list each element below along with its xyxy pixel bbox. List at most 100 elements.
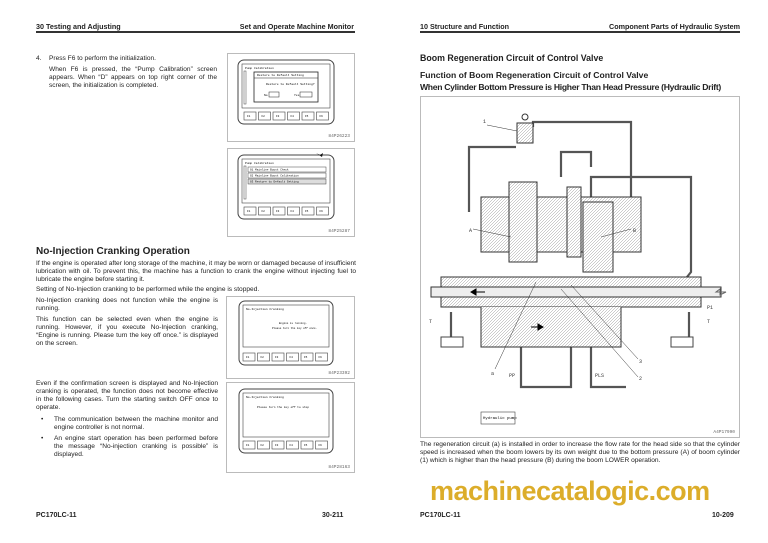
function-key-f5 bbox=[301, 111, 315, 121]
fig3-id: 84P23392 bbox=[328, 371, 350, 376]
figure-hydraulic-diagram: Hydraulic pump 1 A B T T P1 PP PLS 3 2 a… bbox=[420, 96, 740, 438]
function-key-f1 bbox=[242, 352, 256, 362]
diagram-id: A4P17990 bbox=[713, 430, 735, 435]
label-t2: T bbox=[707, 319, 710, 325]
figure-engine-running: No-Injection Cranking Engine is running.… bbox=[226, 296, 355, 379]
fig3-screen-title: No-Injection Cranking bbox=[246, 307, 284, 311]
function-key-label: F4 bbox=[291, 115, 295, 118]
label-cylinder: 1 bbox=[483, 119, 486, 125]
function-key-label: F5 bbox=[305, 115, 309, 118]
dialog-title: Restore to Default Setting bbox=[257, 73, 304, 77]
function-key-f1 bbox=[243, 206, 257, 216]
function-key-f5 bbox=[300, 440, 314, 450]
label-regeneration-a: a bbox=[491, 371, 494, 377]
bullet-list: The communication between the machine mo… bbox=[36, 416, 218, 462]
function-keys: F1 F2 F3 F4 F5 F6 bbox=[242, 352, 328, 362]
function-key-label: F5 bbox=[304, 356, 308, 359]
right-header-rule bbox=[420, 31, 740, 33]
figure-caption: The regeneration circuit (a) is installe… bbox=[420, 441, 740, 464]
function-key-f2 bbox=[257, 440, 270, 450]
fig4-screen-title: No-Injection Cranking bbox=[246, 395, 284, 399]
function-key-f4 bbox=[287, 206, 300, 216]
function-key-label: F3 bbox=[275, 356, 279, 359]
paragraph: If the engine is operated after long sto… bbox=[36, 260, 356, 283]
function-key-label: F1 bbox=[247, 210, 251, 213]
menu-item-selected: 03 Restore to Default Setting bbox=[250, 180, 299, 184]
left-footer-page: 30-211 bbox=[322, 512, 344, 519]
function-key-f4 bbox=[287, 111, 300, 121]
step-text: Press F6 to perform the initialization. bbox=[49, 55, 157, 62]
function-key-f4 bbox=[286, 440, 299, 450]
fig1-screen-title: Pump Calibration bbox=[245, 66, 274, 70]
pump-label: Hydraulic pump bbox=[483, 416, 517, 421]
function-key-label: F5 bbox=[305, 210, 309, 213]
function-key-f2 bbox=[257, 352, 270, 362]
function-key-f3 bbox=[272, 206, 286, 216]
fig4-message: Please turn the key off to stop bbox=[257, 405, 309, 409]
section-title: No-Injection Cranking Operation bbox=[36, 246, 190, 257]
function-key-label: F4 bbox=[291, 210, 295, 213]
page-title: Boom Regeneration Circuit of Control Val… bbox=[420, 53, 604, 63]
function-key-f2 bbox=[258, 111, 271, 121]
function-keys: F1 F2 F3 F4 F5 F6 bbox=[243, 111, 329, 121]
fig2-id: 84P25287 bbox=[328, 229, 350, 234]
paragraph: No-Injection cranking does not function … bbox=[36, 297, 218, 312]
left-footer-model: PC170LC-11 bbox=[36, 512, 77, 519]
label-t1: T bbox=[429, 319, 432, 325]
left-header-chapter: 30 Testing and Adjusting bbox=[36, 22, 121, 31]
no-label: No bbox=[264, 94, 268, 97]
step-detail: When F6 is pressed, the “Pump Calibratio… bbox=[49, 66, 217, 89]
fig1-id: 84P26223 bbox=[328, 134, 350, 139]
function-key-label: F3 bbox=[276, 210, 280, 213]
right-footer-model: PC170LC-11 bbox=[420, 512, 461, 519]
function-key-label: F2 bbox=[261, 356, 265, 359]
subtitle-condition: When Cylinder Bottom Pressure is Higher … bbox=[420, 82, 721, 92]
function-key-label: F6 bbox=[319, 444, 323, 447]
function-key-label: F5 bbox=[304, 444, 308, 447]
fig2-screen-title: Pump Calibration bbox=[245, 161, 274, 165]
paragraph: Even if the confirmation screen is displ… bbox=[36, 380, 218, 411]
right-header-section: Component Parts of Hydraulic System bbox=[609, 22, 740, 31]
function-key-label: F3 bbox=[276, 115, 280, 118]
function-key-f4 bbox=[286, 352, 299, 362]
figure-pump-calibration-menu: Pump Calibration 01 Mainline Boost Check… bbox=[227, 148, 355, 237]
label-a: A bbox=[469, 228, 472, 234]
dialog-question: Restore to Default Setting? bbox=[266, 82, 315, 86]
fig3-message-2: Please turn the key off once. bbox=[272, 326, 317, 330]
function-key-f2 bbox=[258, 206, 271, 216]
function-key-f6 bbox=[316, 111, 329, 121]
function-key-f1 bbox=[243, 111, 257, 121]
function-key-f5 bbox=[300, 352, 314, 362]
function-key-f6 bbox=[316, 206, 329, 216]
function-key-label: F1 bbox=[247, 115, 251, 118]
function-key-label: F1 bbox=[246, 356, 250, 359]
label-3: 3 bbox=[639, 359, 642, 365]
function-key-label: F6 bbox=[319, 356, 323, 359]
yes-label: Yes bbox=[294, 94, 300, 97]
figure-restore-dialog: Pump Calibration Restore to Default Sett… bbox=[227, 53, 355, 142]
function-key-f5 bbox=[301, 206, 315, 216]
function-key-f6 bbox=[315, 440, 328, 450]
function-key-f3 bbox=[271, 440, 285, 450]
function-key-label: F1 bbox=[246, 444, 250, 447]
bullet-item: The communication between the machine mo… bbox=[36, 416, 218, 432]
label-pls: PLS bbox=[595, 373, 604, 379]
function-key-label: F4 bbox=[290, 444, 294, 447]
label-2: 2 bbox=[639, 376, 642, 382]
function-key-label: F6 bbox=[320, 115, 324, 118]
function-key-label: F4 bbox=[290, 356, 294, 359]
step-number: 4. bbox=[36, 55, 42, 62]
menu-item: 02 Mainline Boost Calibration bbox=[250, 174, 299, 178]
function-key-f3 bbox=[272, 111, 286, 121]
label-b: B bbox=[633, 228, 636, 234]
watermark: machinecatalogic.com bbox=[430, 476, 710, 506]
function-key-label: F2 bbox=[262, 210, 266, 213]
right-footer-page: 10-209 bbox=[712, 512, 734, 519]
fig3-message-1: Engine is running. bbox=[279, 321, 307, 325]
paragraph: This function can be selected even when … bbox=[36, 316, 218, 347]
bullet-item: An engine start operation has been perfo… bbox=[36, 435, 218, 459]
function-key-label: F2 bbox=[262, 115, 266, 118]
subtitle: Function of Boom Regeneration Circuit of… bbox=[420, 70, 649, 80]
